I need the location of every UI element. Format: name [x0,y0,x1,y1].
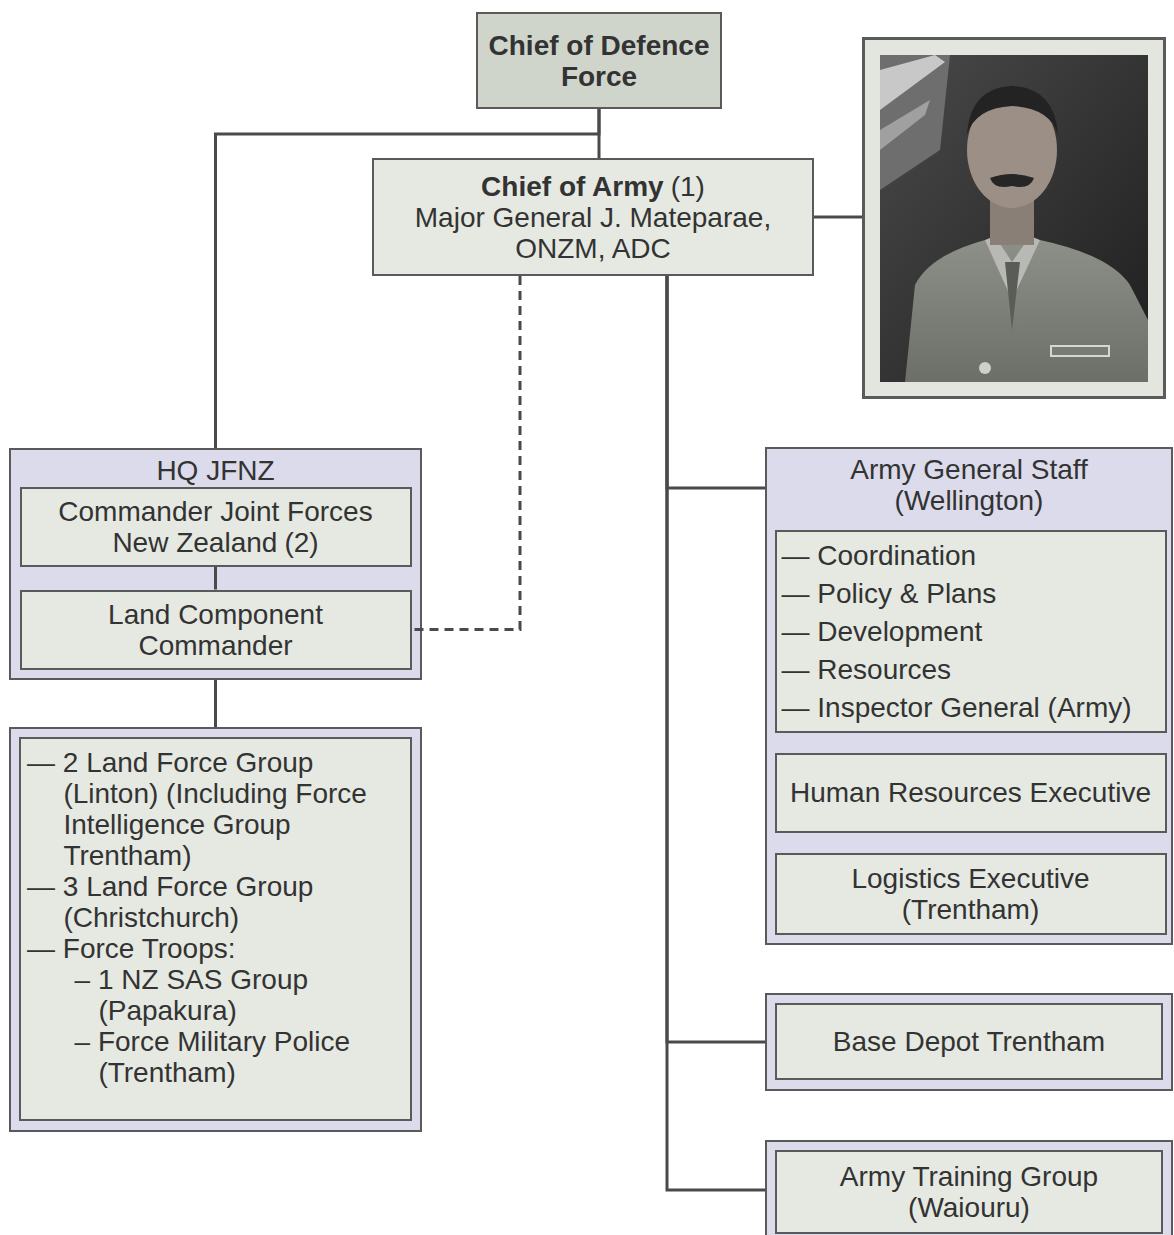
inner-frame: Base Depot Trentham [775,1003,1163,1080]
box-text: Land Component Commander [32,599,400,661]
portrait-photo [864,39,1165,398]
command-box: Land Component Commander [20,590,412,670]
list-item: — Force Troops: [27,933,402,964]
inner-frame: Army Training Group (Waiouru) [775,1150,1163,1234]
list-item: — 3 Land Force Group (Christchurch) [27,871,402,933]
connector-line [667,276,765,488]
connector-line [214,680,217,727]
group-heading: HQ JFNZ [21,455,410,486]
staff-box: Logistics Executive (Trentham) [775,853,1167,935]
list-item: – 1 NZ SAS Group (Papakura) [75,964,402,1026]
box-text: Chief of Army [481,171,664,202]
text-line: Chief of Army(1) [384,171,802,202]
portrait-link [814,216,862,219]
connector-line [667,276,765,1190]
box-text: Human Resources Executive [787,777,1155,808]
list-item: — Inspector General (Army) [782,692,1157,723]
box-text: Commander Joint Forces New Zealand [58,496,372,558]
box-text: Army Training Group (Waiouru) [787,1161,1151,1223]
callout-number: (2) [284,527,318,558]
command-box: Chief of Defence Force [476,12,722,109]
box-text: Base Depot Trentham [787,1026,1151,1057]
unit-box: Army Training Group (Waiouru) [765,1140,1173,1235]
staff-box: Human Resources Executive [775,753,1167,833]
connector-line [667,276,765,1042]
command-box: Chief of Army(1)Major General J. Matepar… [372,158,814,276]
callout-number: (1) [671,171,705,202]
dashed-connector [412,276,521,630]
group-heading: Army General Staff (Wellington) [777,454,1161,516]
inner-frame: — 2 Land Force Group (Linton) (Including… [19,737,412,1121]
box-text: Chief of Defence Force [488,30,710,92]
text-line: Commander Joint Forces New Zealand(2) [32,496,400,558]
box-text: Logistics Executive (Trentham) [787,863,1155,925]
staff-list-box: — Coordination — Policy & Plans — Developm… [775,530,1167,733]
connector-line [214,567,217,590]
list-item: — Coordination [782,540,1157,571]
list-item: — 2 Land Force Group (Linton) (Including… [27,747,402,871]
command-box: Commander Joint Forces New Zealand(2) [20,487,412,567]
list-item: – Force Military Police (Trentham) [75,1026,402,1088]
box-text: Major General J. Mateparae, ONZM, ADC [384,202,802,264]
unit-list-box: — 2 Land Force Group (Linton) (Including… [9,727,422,1132]
group-panel: Army General Staff (Wellington) — Coordin… [765,447,1173,945]
list-item: — Policy & Plans [782,578,1157,609]
group-panel: HQ JFNZ Commander Joint Forces New Zealan… [9,448,422,680]
connector-line [598,109,601,158]
unit-box: Base Depot Trentham [765,993,1173,1091]
list-item: — Development [782,616,1157,647]
list-item: — Resources [782,654,1157,685]
connector-line [216,109,600,448]
